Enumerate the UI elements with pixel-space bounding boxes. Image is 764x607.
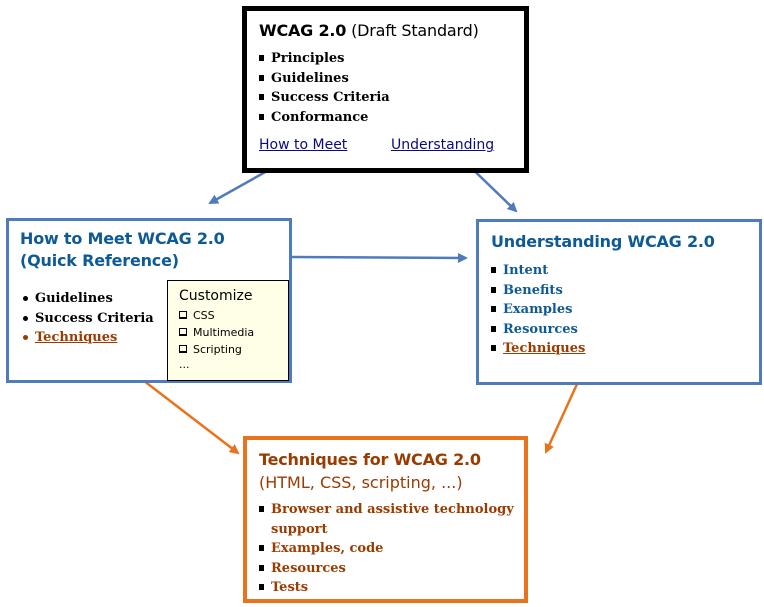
arrow-howto-to-understanding — [291, 252, 468, 263]
customize-options: CSS Multimedia Scripting — [179, 307, 288, 358]
customize-title: Customize — [179, 288, 253, 304]
list-item: Guidelines — [23, 289, 154, 309]
techniques-link[interactable]: Techniques — [35, 330, 118, 345]
customize-option-scripting[interactable]: Scripting — [179, 341, 288, 358]
customize-option-css[interactable]: CSS — [179, 307, 288, 324]
list-item: Guidelines — [259, 69, 390, 89]
list-item: Tests — [259, 578, 519, 598]
list-item: Benefits — [491, 281, 585, 301]
checkbox-icon[interactable] — [179, 328, 187, 336]
list-item: Success Criteria — [259, 88, 390, 108]
list-item: Conformance — [259, 108, 390, 128]
list-item: Techniques — [491, 339, 585, 359]
list-item: Browser and assistive technology support — [259, 500, 519, 539]
wcag-box-title: WCAG 2.0 (Draft Standard) — [259, 21, 479, 40]
list-item: Examples — [491, 300, 585, 320]
wcag-items-list: Principles Guidelines Success Criteria C… — [259, 49, 390, 127]
checkbox-icon[interactable] — [179, 345, 187, 353]
list-item: Success Criteria — [23, 309, 154, 329]
list-item: Resources — [491, 320, 585, 340]
techniques-subtitle: (HTML, CSS, scripting, ...) — [259, 473, 463, 492]
checkbox-icon[interactable] — [179, 311, 187, 319]
techniques-link[interactable]: Techniques — [503, 341, 586, 356]
techniques-items-list: Browser and assistive technology support… — [259, 500, 519, 598]
how-to-meet-items-list: Guidelines Success Criteria Techniques — [23, 289, 154, 348]
how-to-meet-title: How to Meet WCAG 2.0 (Quick Reference) — [20, 229, 225, 270]
list-item: Principles — [259, 49, 390, 69]
list-item: Examples, code — [259, 539, 519, 559]
understanding-title: Understanding WCAG 2.0 — [491, 232, 715, 251]
customize-panel: Customize CSS Multimedia Scripting ... — [167, 280, 289, 381]
techniques-title: Techniques for WCAG 2.0 — [259, 450, 481, 469]
techniques-box: Techniques for WCAG 2.0 (HTML, CSS, scri… — [243, 436, 528, 603]
list-item: Techniques — [23, 328, 154, 348]
understanding-items-list: Intent Benefits Examples Resources Techn… — [491, 261, 585, 359]
understanding-box: Understanding WCAG 2.0 Intent Benefits E… — [476, 219, 762, 385]
list-item: Resources — [259, 559, 519, 579]
list-item: Intent — [491, 261, 585, 281]
wcag-standard-box: WCAG 2.0 (Draft Standard) Principles Gui… — [242, 6, 529, 173]
understanding-link[interactable]: Understanding — [391, 137, 495, 153]
customize-more: ... — [179, 358, 190, 371]
how-to-meet-link[interactable]: How to Meet — [259, 137, 348, 153]
customize-option-multimedia[interactable]: Multimedia — [179, 324, 288, 341]
